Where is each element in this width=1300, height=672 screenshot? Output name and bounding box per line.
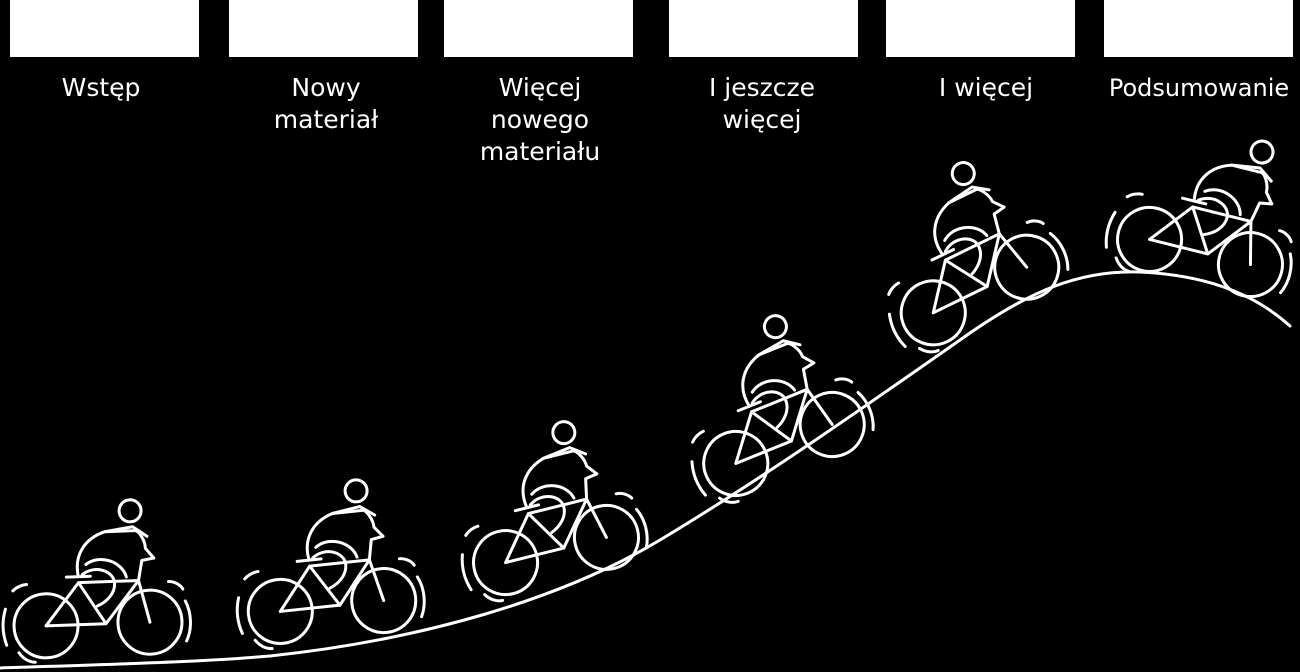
cyclist-icon [432, 406, 656, 610]
stage-box-1 [10, 0, 199, 57]
stage-label-line: Więcej [498, 73, 582, 102]
cyclist-icon [648, 293, 885, 515]
stage-label-4: I jeszcze więcej [662, 72, 862, 136]
stage-label-line: I jeszcze [708, 73, 816, 102]
stage-label-line: nowego [490, 105, 590, 134]
stage-box-5 [886, 0, 1075, 57]
stage-box-2 [229, 0, 418, 57]
stage-label-line: Podsumowanie [1108, 74, 1290, 102]
stage-label-line: Wstęp [61, 73, 141, 102]
hill-curve [0, 270, 1292, 670]
stage-label-2: Nowy materiał [226, 72, 426, 136]
cyclist-icon [0, 496, 194, 665]
stage-label-1: Wstęp [0, 72, 202, 104]
stage-box-3 [444, 0, 633, 57]
cyclist-icon [223, 472, 430, 654]
stage-label-line: więcej [722, 105, 802, 134]
stage-label-line: Nowy [291, 73, 361, 102]
stage-label-line: materiału [479, 137, 601, 166]
stage-box-6 [1104, 0, 1293, 57]
stage-label-line: materiał [273, 105, 379, 134]
stage-label-line: I więcej [938, 73, 1034, 102]
cyclist-icon [839, 137, 1081, 366]
stage-label-5: I więcej [886, 72, 1086, 104]
stage-label-3: Więcej nowego materiału [440, 72, 640, 168]
stage-label-6: Podsumowanie [1098, 72, 1300, 104]
stage-box-4 [669, 0, 858, 57]
